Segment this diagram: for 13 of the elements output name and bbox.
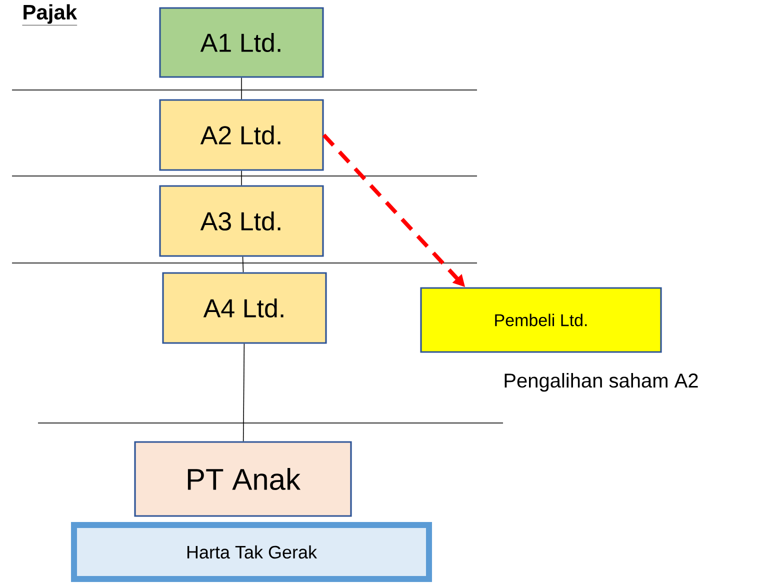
heading: Pajak <box>22 4 78 26</box>
connector-line <box>242 343 245 442</box>
company-box: A3 Ltd. <box>159 185 324 257</box>
company-box: PT Anak <box>134 441 352 517</box>
company-box: Pembeli Ltd. <box>420 287 662 353</box>
company-box: A2 Ltd. <box>159 99 324 171</box>
company-box: A4 Ltd. <box>162 272 327 344</box>
connector-line <box>241 77 242 100</box>
connector-line <box>241 170 242 186</box>
company-box: A1 Ltd. <box>159 7 324 78</box>
asset-box: Harta Tak Gerak <box>71 522 432 582</box>
node-label: Pengalihan saham A2 <box>504 373 698 392</box>
connector-line <box>242 256 244 273</box>
